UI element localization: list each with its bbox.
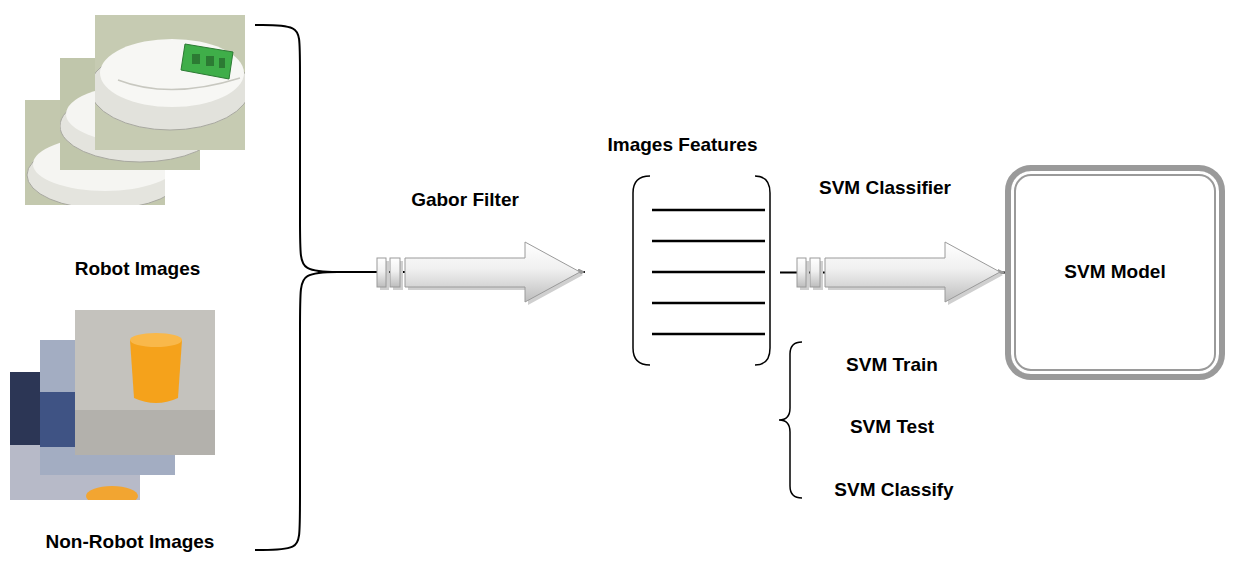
arrow-stripe: [810, 258, 820, 287]
node-label: Robot Images: [75, 258, 201, 281]
arrow-stripe: [797, 258, 806, 287]
step-label: SVM Test: [847, 416, 937, 439]
vector-bracket: [755, 176, 770, 365]
node-label: Images Features: [608, 134, 758, 157]
robot-part: [181, 44, 233, 79]
arrow-body: [405, 242, 580, 302]
robot-part: [206, 56, 214, 66]
robot-part: [192, 54, 200, 64]
input-brace: [255, 272, 585, 550]
image-group: Robot Images: [20, 10, 255, 285]
object-shape: [130, 340, 182, 403]
edge-label: Gabor Filter: [408, 189, 522, 212]
input-brace: [255, 25, 585, 272]
block-arrow: [377, 242, 583, 305]
feature-vector-box: Images Features: [585, 130, 780, 375]
node-label: SVM Model: [1064, 261, 1165, 284]
object-photo: [75, 310, 215, 455]
robot-photo: [95, 15, 245, 150]
step-label: SVM Classify: [831, 479, 956, 502]
model-box: SVM Model: [1005, 165, 1225, 380]
edge-label: SVM Classifier: [816, 177, 954, 200]
step-brace: [779, 342, 802, 498]
image-group: Non-Robot Images: [5, 300, 255, 558]
arrow-stripe: [377, 258, 386, 287]
block-arrow: [797, 242, 1003, 305]
feature-line: [652, 209, 765, 212]
feature-vector: [633, 176, 770, 365]
robot-top: [100, 39, 244, 107]
robot-part: [219, 58, 225, 68]
arrow-body: [825, 242, 1000, 302]
feature-line: [652, 333, 765, 336]
node-label: Non-Robot Images: [46, 531, 215, 554]
feature-line: [652, 240, 765, 243]
photo-ground: [75, 310, 215, 455]
feature-line: [652, 302, 765, 305]
feature-line: [652, 271, 765, 274]
robot-seam: [118, 78, 240, 90]
vector-bracket: [633, 176, 650, 365]
object-shape: [86, 486, 138, 500]
step-label: SVM Train: [843, 354, 941, 377]
photo-floor: [75, 410, 215, 455]
object-shape: [130, 333, 182, 347]
arrow-stripe: [390, 258, 400, 287]
